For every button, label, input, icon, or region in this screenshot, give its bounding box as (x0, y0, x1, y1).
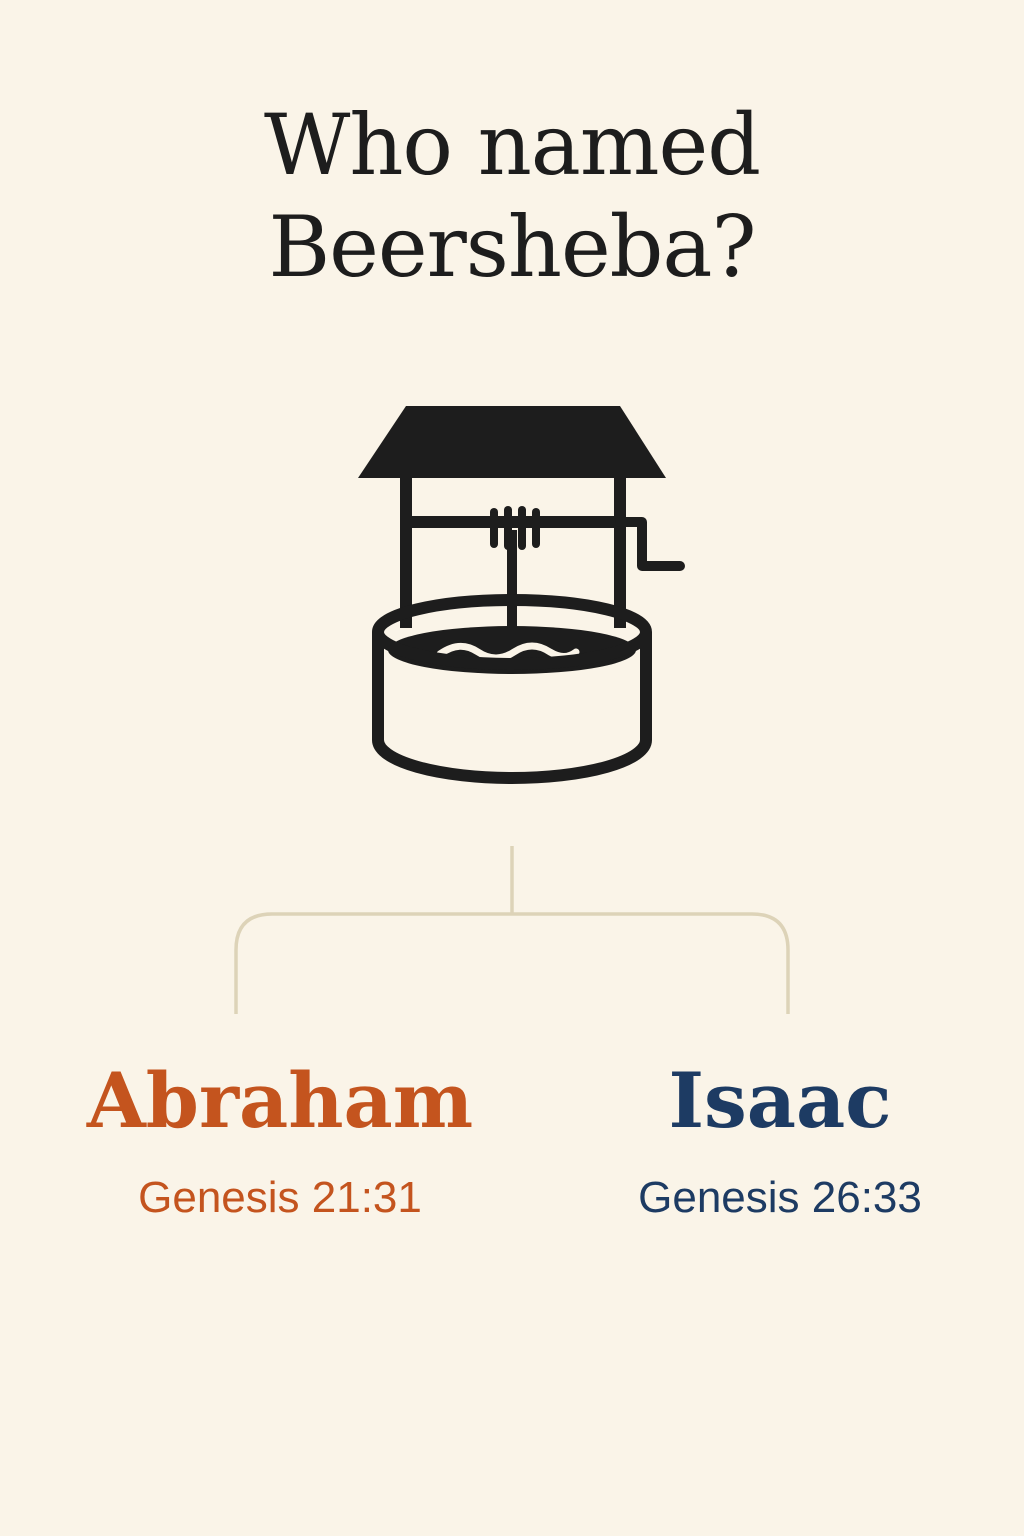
option-abraham-name: Abraham (86, 1056, 474, 1145)
option-isaac-name: Isaac (668, 1056, 892, 1145)
well-roof (358, 406, 666, 478)
well-axle-clamp (490, 506, 540, 550)
option-abraham-reference: Genesis 21:31 (138, 1173, 422, 1222)
well-icon (358, 406, 685, 784)
connector-lines (234, 846, 790, 1014)
well-posts (400, 476, 626, 628)
option-isaac-reference: Genesis 26:33 (638, 1173, 922, 1222)
title-line-2: Beersheba? (268, 198, 756, 296)
well-body (372, 594, 652, 784)
title-line-1: Who named (263, 96, 761, 194)
well-crank (615, 517, 685, 571)
